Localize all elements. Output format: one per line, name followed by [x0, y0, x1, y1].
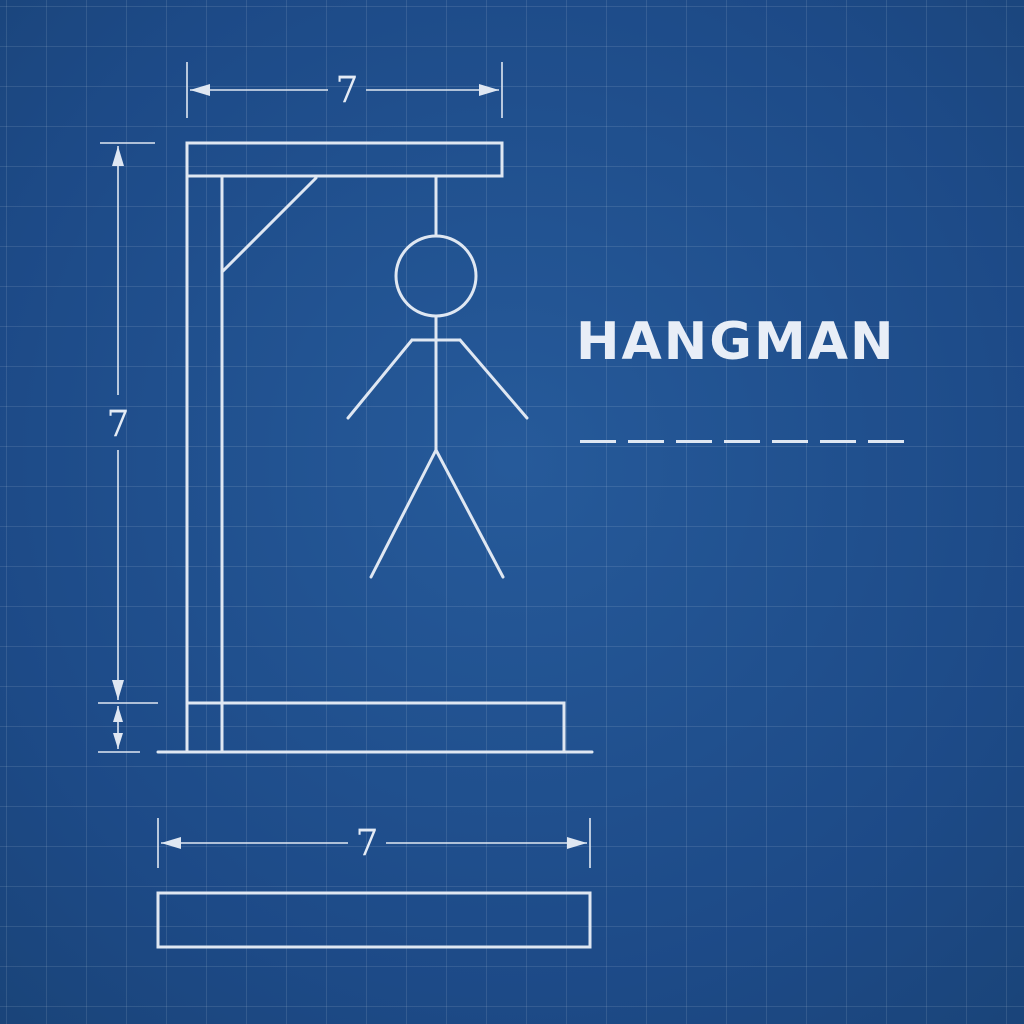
gallows — [156, 141, 594, 754]
height-dim-arrow-bottom — [112, 680, 124, 700]
height-dimension: 7 — [98, 142, 158, 753]
letter-slot — [772, 440, 808, 443]
bottom-dim-arrow-left — [161, 837, 181, 849]
figure-left-arm — [346, 338, 414, 420]
gallows-base — [185, 701, 566, 754]
letter-slot — [628, 440, 664, 443]
hangman-figure — [346, 174, 529, 579]
bottom-dim-arrow-right — [567, 837, 587, 849]
base-thickness-arrow-top — [113, 706, 123, 722]
top-dimension: 7 — [186, 62, 503, 118]
game-title: HANGMAN — [576, 312, 896, 372]
height-dimension-label: 7 — [107, 404, 130, 445]
letter-slot — [724, 440, 760, 443]
figure-left-leg — [369, 448, 438, 579]
top-dim-arrow-left — [190, 84, 210, 96]
gallows-brace — [220, 176, 318, 274]
gallows-top-beam — [185, 141, 504, 178]
letter-slot — [868, 440, 904, 443]
letter-slot — [676, 440, 712, 443]
base-dimension-label: 7 — [356, 823, 379, 864]
height-dim-arrow-top — [112, 146, 124, 166]
word-letter-slots — [580, 440, 904, 444]
top-dimension-label: 7 — [336, 70, 359, 111]
top-dim-arrow-right — [479, 84, 499, 96]
base-thickness-arrow-bottom — [113, 733, 123, 749]
figure-right-leg — [434, 448, 505, 579]
base-plan-view — [156, 891, 592, 949]
figure-right-arm — [458, 338, 529, 420]
letter-slot — [580, 440, 616, 443]
base-dimension: 7 — [157, 818, 591, 868]
letter-slot — [820, 440, 856, 443]
figure-head — [394, 234, 478, 318]
